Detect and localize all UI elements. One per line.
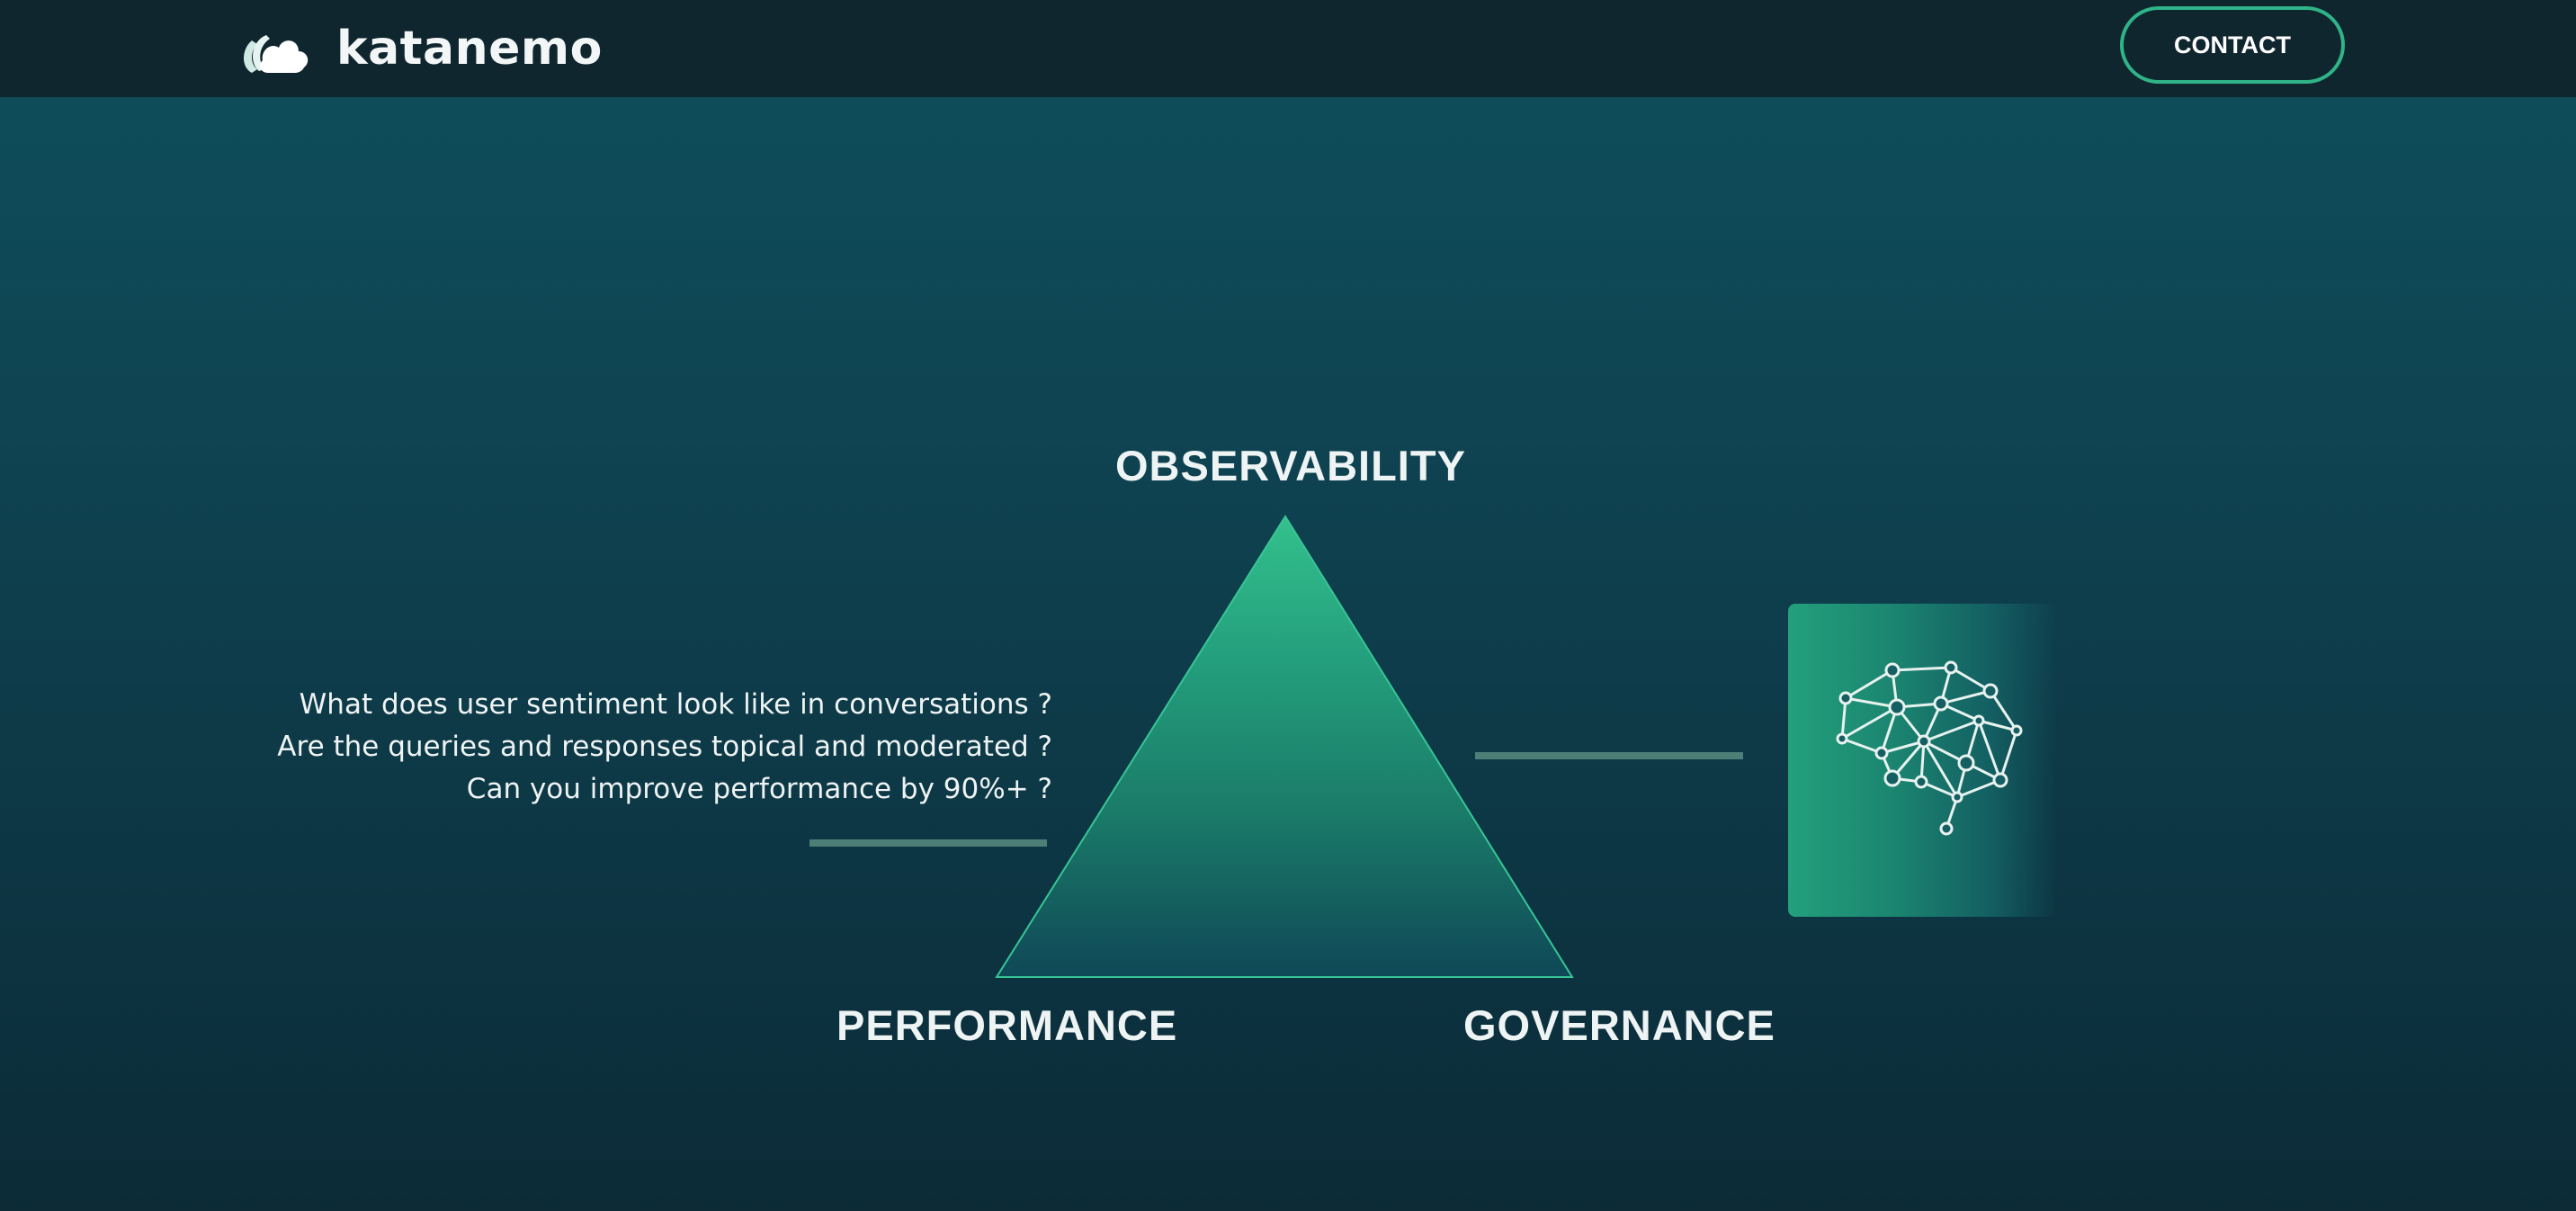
- performance-label: PERFORMANCE: [836, 1001, 1178, 1049]
- contact-button[interactable]: CONTACT: [2120, 6, 2345, 84]
- katanemo-cloud-logo-icon: [244, 35, 309, 73]
- governance-label: GOVERNANCE: [1463, 1001, 1775, 1049]
- right-connector-bar: [1475, 752, 1743, 759]
- pyramid-triangle: [995, 515, 1574, 978]
- observability-questions: What does user sentiment look like in co…: [261, 684, 1052, 811]
- site-header: katanemo CONTACT: [0, 0, 2576, 97]
- question-item: What does user sentiment look like in co…: [299, 688, 1052, 721]
- brain-card: [1788, 604, 2058, 917]
- question-item: Are the queries and responses topical an…: [277, 731, 1052, 763]
- left-connector-bar: [809, 839, 1047, 847]
- brand-name: katanemo: [336, 22, 603, 76]
- neural-network-brain-icon: [1836, 660, 2023, 836]
- question-item: Can you improve performance by 90%+ ?: [466, 773, 1052, 805]
- logo-link[interactable]: katanemo: [239, 16, 603, 81]
- observability-label: OBSERVABILITY: [1115, 442, 1466, 489]
